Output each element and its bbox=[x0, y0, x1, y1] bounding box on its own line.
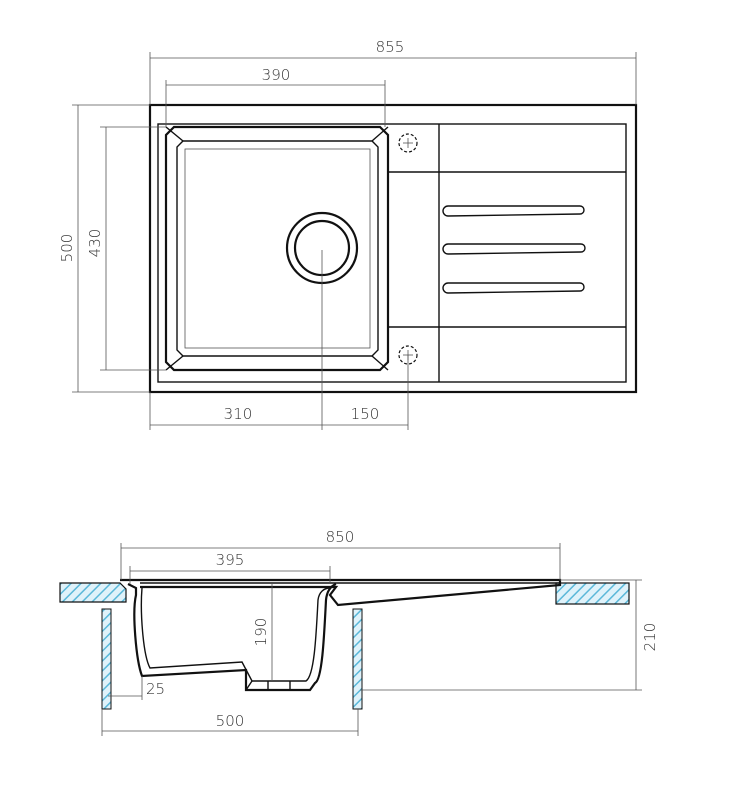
dim-cabinet-width: 500 bbox=[216, 712, 245, 730]
tap-hole-upper-icon bbox=[398, 133, 418, 153]
sink-inner-rim bbox=[157, 123, 627, 383]
dim-tap-offset: 150 bbox=[351, 405, 380, 423]
dim-side-total-height: 210 bbox=[641, 623, 659, 652]
dim-drain-offset: 310 bbox=[224, 405, 253, 423]
bowl-outer-edge bbox=[164, 125, 390, 372]
dim-bowl-depth: 430 bbox=[86, 229, 104, 258]
dim-side-bowl-width: 395 bbox=[216, 551, 245, 569]
dim-overall-depth: 500 bbox=[58, 234, 76, 263]
drainer-groove bbox=[442, 205, 585, 217]
drainer-groove bbox=[442, 243, 586, 255]
dim-edge-radius: 25 bbox=[146, 680, 165, 698]
bowl-section-outer bbox=[127, 582, 337, 692]
bowl-section-inner bbox=[140, 587, 331, 682]
sink-profile-rim bbox=[120, 578, 562, 607]
countertop-right bbox=[555, 582, 630, 605]
dim-side-bowl-depth: 190 bbox=[252, 618, 270, 647]
top-view: 855 390 500 430 310 150 bbox=[58, 38, 638, 430]
cabinet-wall-right bbox=[352, 608, 363, 710]
tap-hole-lower-icon bbox=[398, 345, 418, 365]
side-view: 850 395 190 210 25 500 bbox=[59, 528, 659, 736]
dim-bowl-width: 390 bbox=[262, 66, 291, 84]
cabinet-wall-left bbox=[101, 608, 112, 710]
dim-side-overall-width: 850 bbox=[326, 528, 355, 546]
drainer-groove bbox=[442, 282, 585, 294]
sink-outline bbox=[148, 103, 638, 394]
countertop-left bbox=[59, 582, 127, 603]
bowl-inner-edge bbox=[176, 140, 379, 357]
dim-overall-width: 855 bbox=[376, 38, 405, 56]
